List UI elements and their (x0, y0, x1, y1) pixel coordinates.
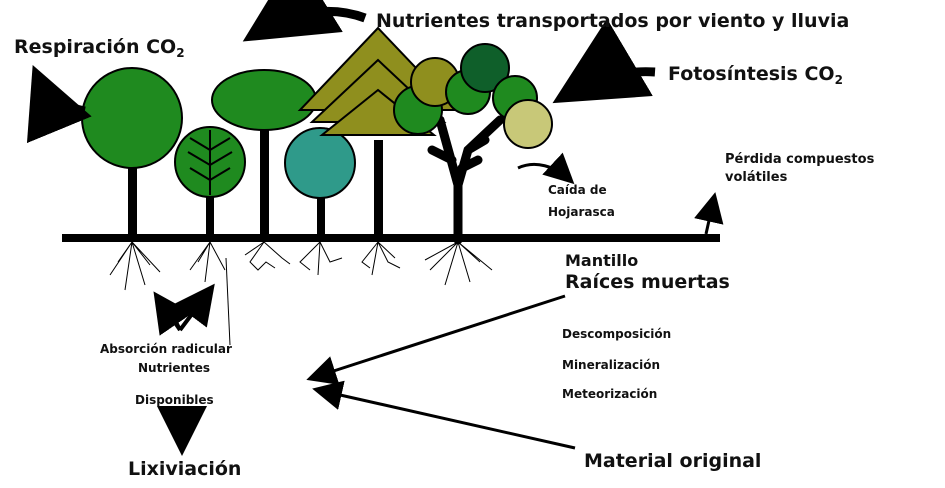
mineralizacion-label: Mineralización (562, 358, 661, 372)
wind-rain-arrow (242, 0, 367, 42)
mantillo-arrow (306, 294, 566, 385)
caida-label-1: Caída de (548, 183, 607, 197)
tree-1 (81, 67, 183, 240)
perdida-label-1: Pérdida compuestos (725, 152, 875, 167)
tree-4 (284, 127, 356, 240)
fotosintesis-label: Fotosíntesis CO2 (668, 63, 843, 87)
disponibles-label: Disponibles (135, 393, 214, 407)
material-original-label: Material original (584, 450, 762, 472)
material-arrow (312, 380, 576, 450)
nutrientes-label: Nutrientes (138, 361, 211, 375)
raices-muertas-label: Raíces muertas (565, 271, 730, 293)
mantillo-label: Mantillo (565, 251, 639, 270)
respiracion-label: Respiración CO2 (14, 36, 185, 60)
volatile-loss-arrow (694, 192, 724, 235)
caida-label-2: Hojarasca (548, 205, 615, 219)
tree-6-branching (393, 43, 553, 245)
absorption-arrow (163, 290, 210, 332)
meteorizacion-label: Meteorización (562, 387, 658, 401)
absorcion-label: Absorción radicular (100, 342, 232, 356)
nutrientes-transportados-label: Nutrientes transportados por viento y ll… (376, 10, 850, 32)
ground-line (62, 234, 720, 242)
descomposicion-label: Descomposición (562, 327, 672, 341)
roots (109, 241, 493, 346)
lixiviacion-label: Lixiviación (128, 458, 242, 480)
litterfall-arrow (517, 152, 575, 185)
respiration-arrow (26, 65, 92, 144)
photosynthesis-arrow (552, 18, 656, 104)
tree-2 (174, 126, 246, 240)
perdida-label-2: volátiles (725, 170, 788, 185)
